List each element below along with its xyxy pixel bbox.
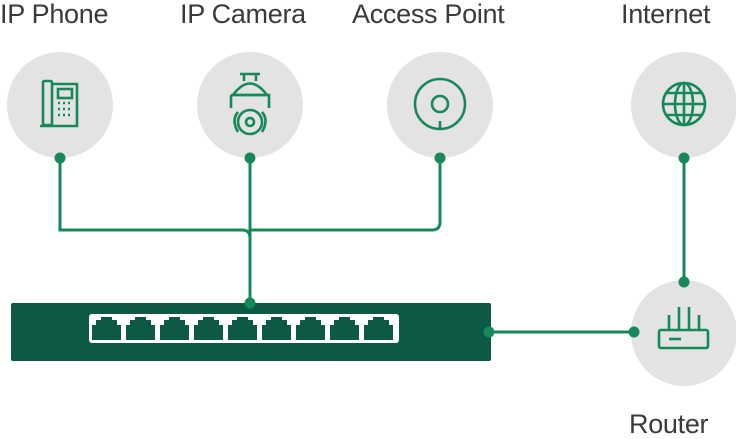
access-point-node: [387, 52, 493, 158]
switch-port: [228, 317, 257, 340]
switch-port: [160, 317, 189, 340]
switch-port: [330, 317, 359, 340]
phone-node: [7, 52, 113, 158]
camera-circle: [197, 52, 303, 158]
internet-node: [631, 52, 736, 158]
connections: [58, 158, 686, 334]
label-ip-camera: IP Camera: [180, 0, 306, 29]
phone-circle: [7, 52, 113, 158]
label-internet: Internet: [621, 0, 711, 29]
switch-right-dot: [483, 326, 495, 338]
internet-dot: [678, 152, 690, 164]
switch-top-dot: [244, 297, 256, 309]
network-switch: [11, 303, 491, 361]
switch-port: [262, 317, 291, 340]
switch-port: [296, 317, 325, 340]
router-left-dot: [628, 326, 640, 338]
phone-to-switch-line: [58, 158, 252, 303]
access-point-icon: [413, 77, 467, 131]
globe-icon: [661, 81, 707, 127]
camera-dot: [244, 152, 256, 164]
switch-port: [194, 317, 223, 340]
label-ip-phone: IP Phone: [0, 0, 109, 29]
camera-node: [197, 52, 303, 158]
router-circle: [631, 280, 736, 386]
switch-ports: [92, 317, 393, 340]
label-router: Router: [629, 409, 709, 439]
router-top-dot: [678, 276, 690, 288]
router-node: [631, 280, 736, 386]
switch-port: [364, 317, 393, 340]
phone-dot: [54, 152, 66, 164]
router-icon: [657, 307, 710, 350]
label-access-point: Access Point: [352, 0, 505, 29]
access-point-circle: [387, 52, 493, 158]
phone-icon: [40, 79, 79, 128]
switch-port: [126, 317, 155, 340]
connection-dots: [54, 152, 690, 338]
camera-icon: [229, 72, 271, 136]
switch-port: [92, 317, 121, 340]
ap-dot: [434, 152, 446, 164]
ap-to-switch-line: [250, 158, 442, 232]
